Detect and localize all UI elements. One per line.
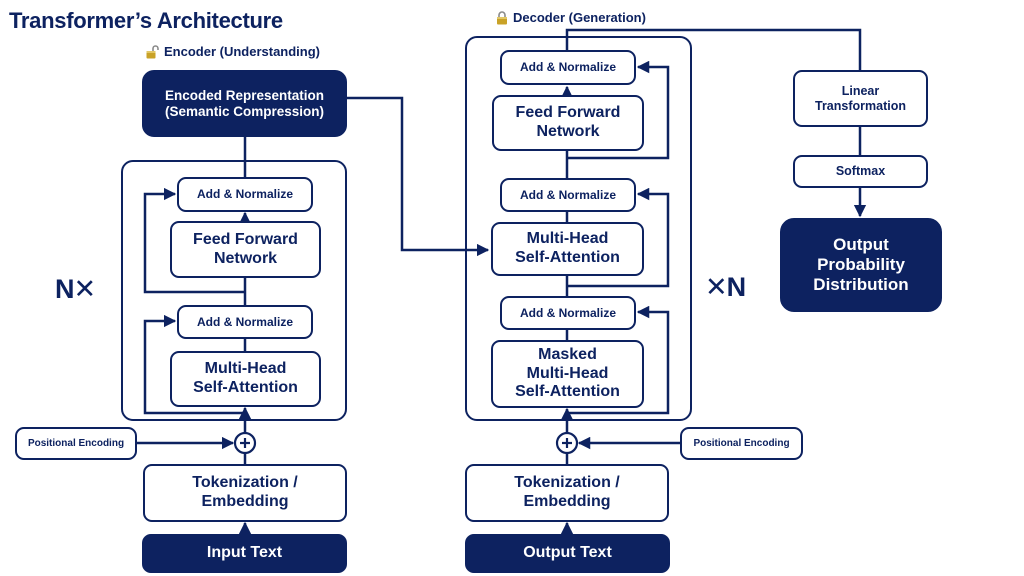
page-title: Transformer’s Architecture	[9, 8, 283, 33]
dec-ffn-line2: Network	[536, 123, 600, 140]
dec-feed-forward-box: Feed Forward Network	[492, 95, 644, 151]
dec-positional-encoding-box: Positional Encoding	[680, 427, 803, 460]
dec-add-normalize-bottom: Add & Normalize	[500, 296, 636, 330]
output-text-box: Output Text	[465, 534, 670, 573]
decoder-stack-container	[465, 36, 692, 421]
output-prob-line3: Distribution	[813, 275, 909, 295]
dec-ffn-line1: Feed Forward	[515, 104, 621, 122]
enc-embedding-line2: Embedding	[201, 493, 289, 510]
dec-plus-node	[555, 431, 579, 455]
dec-cross-attn-line1: Multi-Head	[526, 230, 609, 248]
linear-line1: Linear	[841, 83, 880, 98]
encoded-representation-line1: Encoded Representation	[164, 87, 324, 103]
enc-add-normalize-top: Add & Normalize	[177, 177, 313, 212]
enc-plus-node	[233, 431, 257, 455]
dec-cross-attention-box: Multi-Head Self-Attention	[491, 222, 644, 276]
enc-embedding-box: Tokenization / Embedding	[143, 464, 347, 522]
dec-add-normalize-middle: Add & Normalize	[500, 178, 636, 212]
linear-line2: Transformation	[815, 98, 906, 113]
encoder-stack-container	[121, 160, 347, 421]
enc-feed-forward-box: Feed Forward Network	[170, 221, 321, 278]
enc-attn-line2: Self-Attention	[193, 379, 298, 396]
enc-embedding-line1: Tokenization /	[192, 474, 298, 492]
encoder-label-text: Encoder (Understanding)	[164, 44, 321, 59]
linear-transformation-box: Linear Transformation	[793, 70, 928, 127]
dec-masked-attention-box: Masked Multi-Head Self-Attention	[491, 340, 644, 408]
output-prob-line2: Probability	[817, 254, 905, 274]
enc-self-attention-box: Multi-Head Self-Attention	[170, 351, 321, 407]
dec-add-normalize-top: Add & Normalize	[500, 50, 636, 85]
dec-masked-line2: Multi-Head	[526, 364, 609, 382]
dec-embedding-box: Tokenization / Embedding	[465, 464, 669, 522]
enc-positional-encoding-box: Positional Encoding	[15, 427, 137, 460]
unlocked-padlock-icon	[146, 44, 159, 58]
encoded-representation-line2: (Semantic Compression)	[164, 103, 325, 119]
decoder-repeat-label: ✕N	[705, 272, 746, 302]
enc-ffn-line1: Feed Forward	[193, 230, 298, 248]
dec-cross-attn-line2: Self-Attention	[515, 249, 620, 266]
dec-masked-line3: Self-Attention	[515, 383, 620, 401]
dec-masked-line1: Masked	[538, 345, 597, 363]
enc-ffn-line2: Network	[213, 249, 278, 267]
dec-embedding-line1: Tokenization /	[514, 474, 620, 492]
locked-padlock-icon	[497, 10, 507, 24]
softmax-box: Softmax	[793, 155, 928, 188]
encoded-representation-box: Encoded Representation (Semantic Compres…	[142, 70, 347, 137]
input-text-box: Input Text	[142, 534, 347, 573]
encoder-label: Encoder (Understanding)	[146, 44, 320, 59]
dec-embedding-line2: Embedding	[523, 493, 611, 510]
enc-add-normalize-bottom: Add & Normalize	[177, 305, 313, 339]
output-prob-line1: Output	[833, 234, 889, 254]
decoder-label-text: Decoder (Generation)	[513, 10, 646, 25]
enc-attn-line1: Multi-Head	[204, 360, 287, 378]
decoder-label: Decoder (Generation)	[496, 10, 646, 25]
encoder-repeat-label: N✕	[55, 274, 96, 304]
output-probability-box: Output Probability Distribution	[780, 218, 942, 312]
